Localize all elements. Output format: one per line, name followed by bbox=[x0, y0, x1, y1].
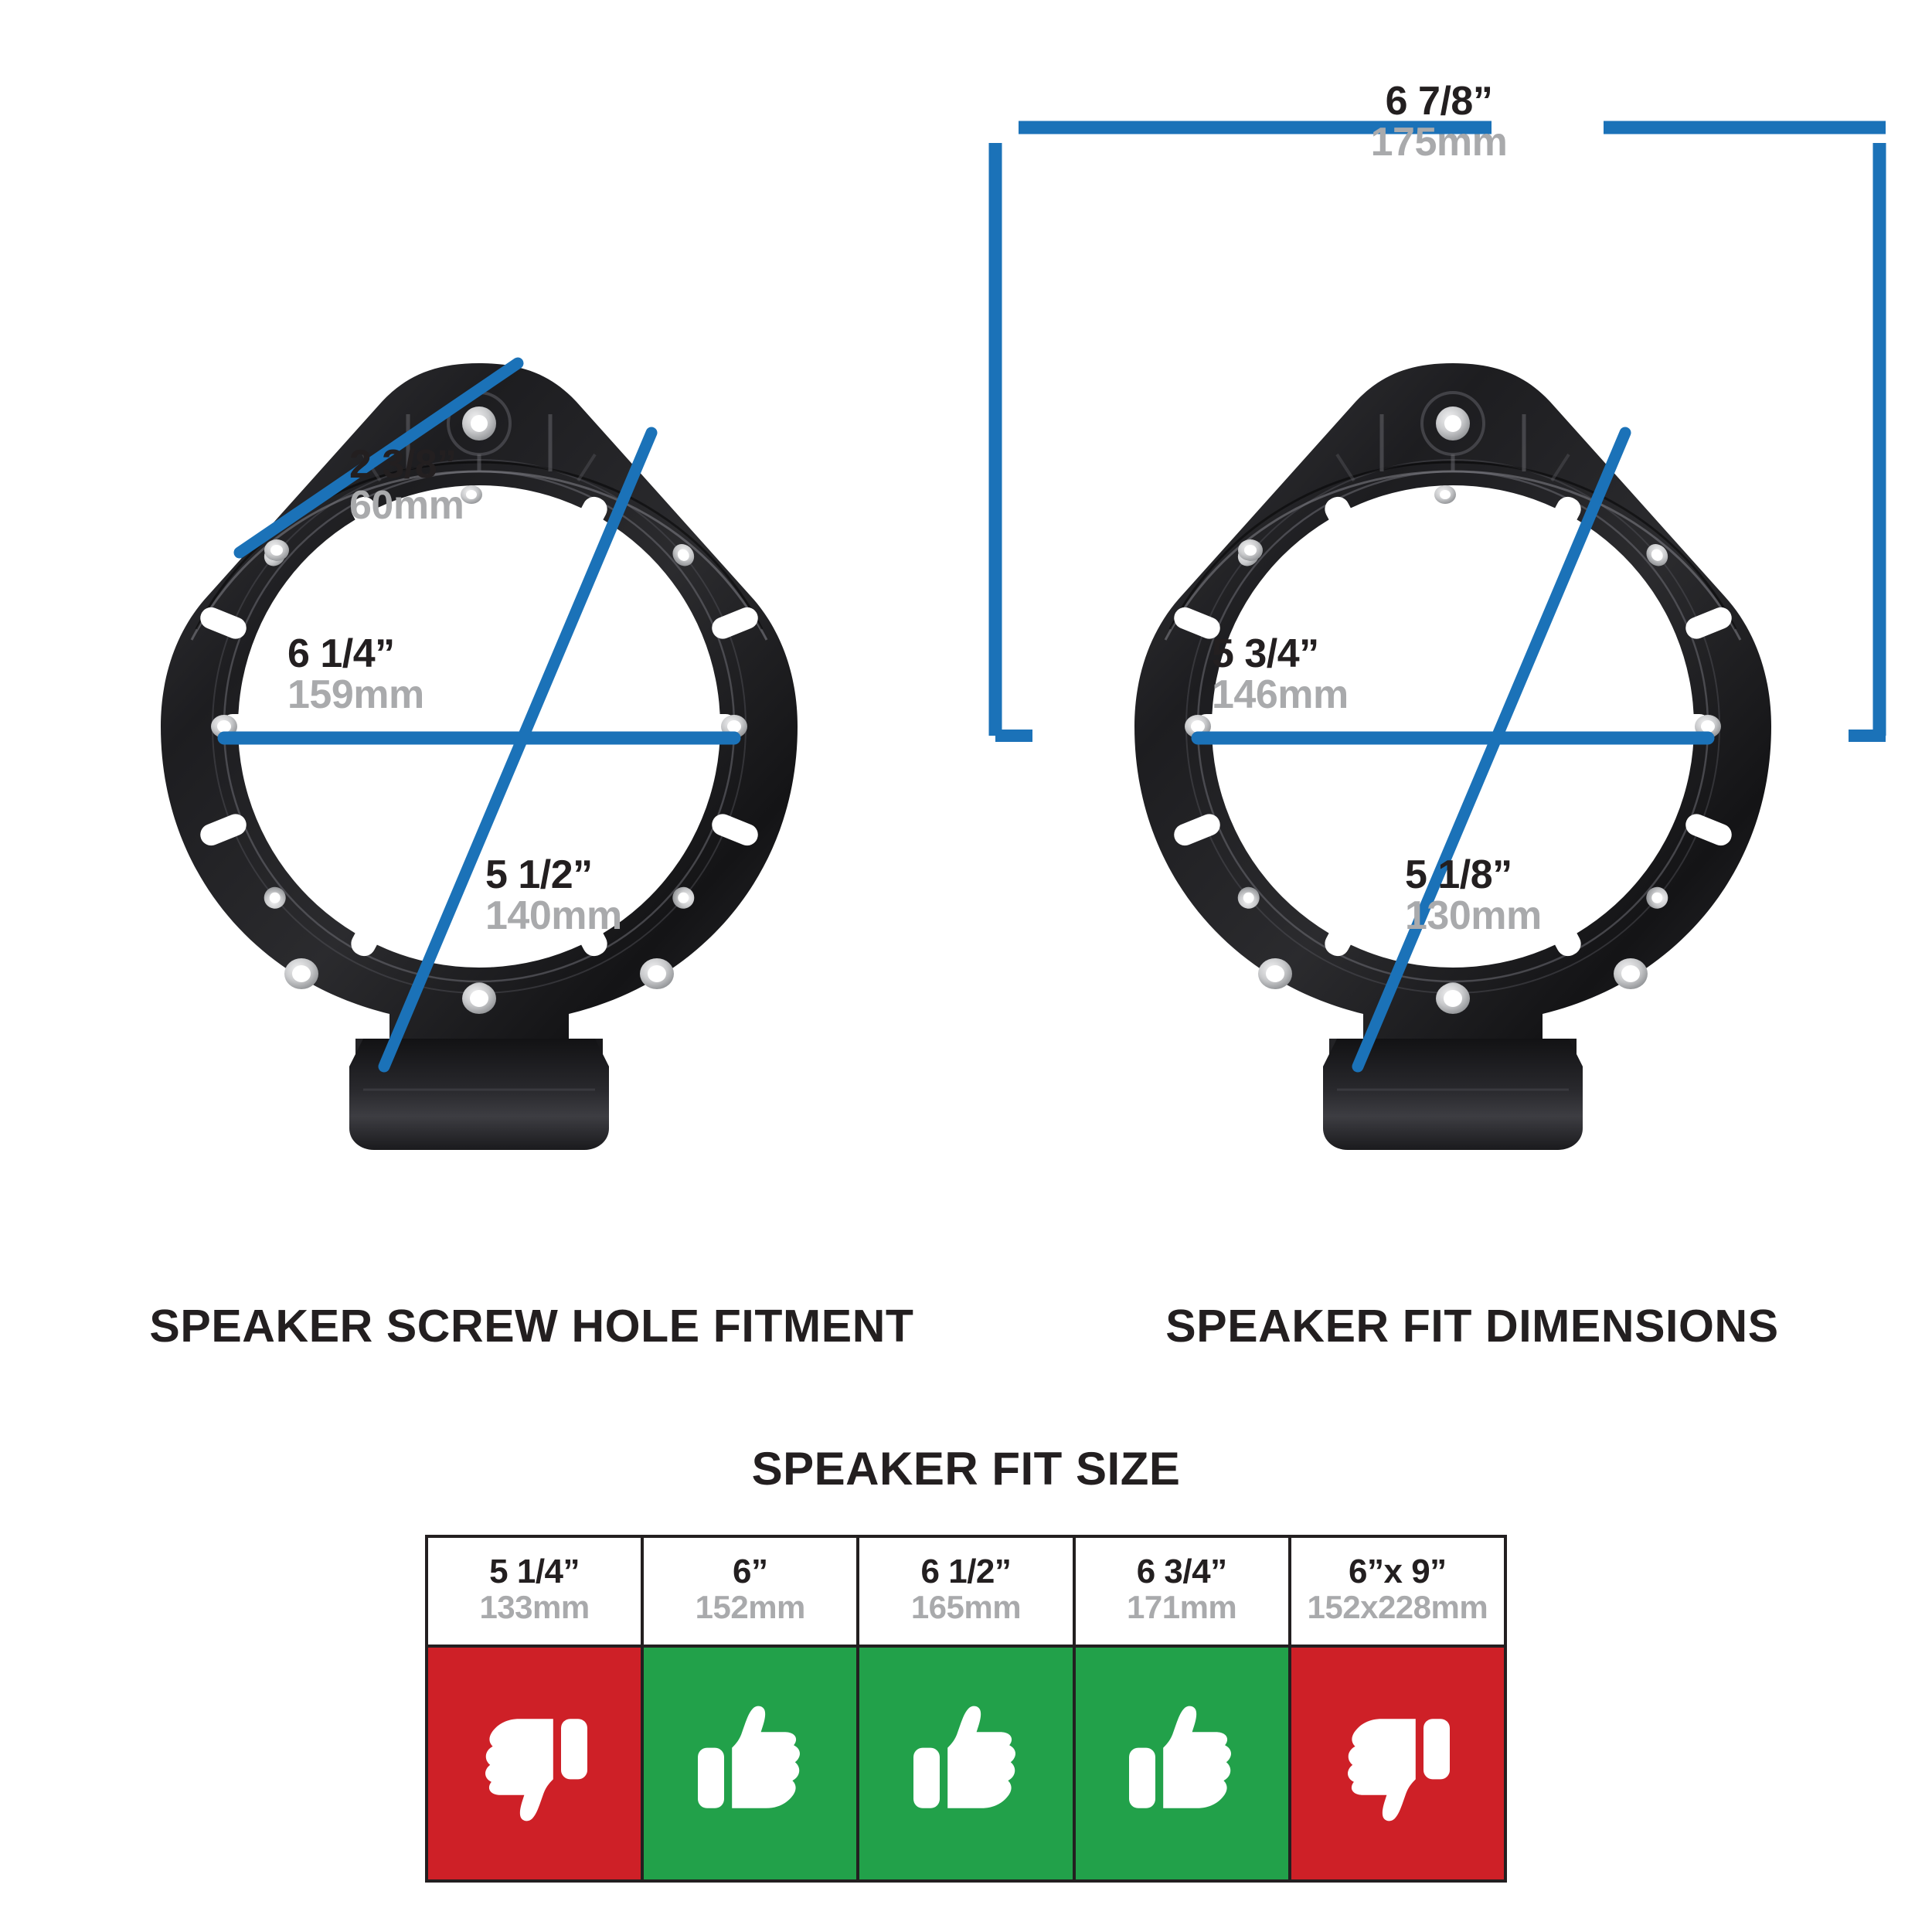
fit-size-header-cell: 6 3/4” 171mm bbox=[1072, 1535, 1291, 1648]
thumbs-down-icon bbox=[1291, 1648, 1504, 1879]
fit-size-verdict-cell bbox=[1072, 1645, 1291, 1883]
thumbs-up-icon bbox=[644, 1648, 856, 1879]
thumbs-down-icon bbox=[428, 1648, 641, 1879]
fit-size-mm: 152mm bbox=[695, 1589, 806, 1626]
thumbs-up-icon bbox=[1076, 1648, 1288, 1879]
dimension-label-screw-hole-spacing: 2 3/8” 60mm bbox=[349, 444, 464, 526]
thumbs-up-icon bbox=[859, 1648, 1072, 1879]
fit-size-inches: 6”x 9” bbox=[1349, 1553, 1447, 1591]
fit-size-verdict-cell bbox=[424, 1645, 645, 1883]
fit-size-mm: 133mm bbox=[479, 1589, 590, 1626]
fit-size-inches: 6 1/2” bbox=[920, 1553, 1012, 1591]
dimension-inches: 6 1/4” bbox=[287, 631, 395, 676]
fit-size-mm: 152x228mm bbox=[1307, 1589, 1488, 1626]
fit-size-verdict-cell bbox=[641, 1645, 860, 1883]
table-row-verdicts bbox=[424, 1645, 1508, 1883]
table-row-headers: 5 1/4” 133mm 6” 152mm 6 1/2” 165mm 6 3/4… bbox=[424, 1535, 1508, 1648]
fit-size-header-cell: 6” 152mm bbox=[641, 1535, 860, 1648]
dimension-inches: 5 1/8” bbox=[1405, 852, 1512, 897]
dimline-diagonal-span bbox=[378, 427, 658, 1073]
left-dimension-lines bbox=[217, 357, 741, 1073]
caption-fit-dimensions: SPEAKER FIT DIMENSIONS bbox=[1165, 1301, 1779, 1352]
dimension-label-inner-diameter: 5 3/4” 146mm bbox=[1212, 631, 1349, 718]
fit-size-title: SPEAKER FIT SIZE bbox=[751, 1443, 1181, 1495]
bracket-right-illustration bbox=[1134, 363, 1771, 1150]
fit-size-verdict-cell bbox=[856, 1645, 1076, 1883]
dimension-mm: 60mm bbox=[349, 483, 464, 529]
dimension-mm: 130mm bbox=[1405, 893, 1542, 939]
dimline-screw-hole-spacing bbox=[233, 357, 524, 559]
bracket-left-illustration bbox=[161, 363, 798, 1150]
fit-size-mm: 171mm bbox=[1127, 1589, 1237, 1626]
fit-size-inches: 6” bbox=[733, 1553, 768, 1591]
fit-size-verdict-cell bbox=[1287, 1645, 1508, 1883]
dimension-mm: 146mm bbox=[1212, 672, 1349, 718]
bracket-illustrations bbox=[0, 121, 1886, 1267]
dimension-label-overall-width: 6 7/8” 175mm bbox=[1370, 79, 1508, 165]
fit-size-inches: 5 1/4” bbox=[489, 1553, 580, 1591]
dimline-mounting-depth bbox=[1352, 427, 1631, 1073]
dimension-inches: 5 1/2” bbox=[485, 852, 593, 897]
fit-size-inches: 6 3/4” bbox=[1136, 1553, 1227, 1591]
dimension-inches: 2 3/8” bbox=[349, 442, 457, 487]
fit-size-header-cell: 5 1/4” 133mm bbox=[424, 1535, 645, 1648]
dimension-label-diagonal-span: 5 1/2” 140mm bbox=[485, 852, 622, 939]
fit-size-header-cell: 6”x 9” 152x228mm bbox=[1287, 1535, 1508, 1648]
dimension-inches: 6 7/8” bbox=[1385, 79, 1493, 124]
dimension-label-horizontal-span: 6 1/4” 159mm bbox=[287, 631, 424, 718]
right-dimension-lines bbox=[988, 121, 1886, 1073]
dimension-inches: 5 3/4” bbox=[1212, 631, 1319, 676]
fit-size-mm: 165mm bbox=[910, 1589, 1022, 1626]
fit-size-header-cell: 6 1/2” 165mm bbox=[856, 1535, 1076, 1648]
dimension-mm: 175mm bbox=[1370, 120, 1508, 165]
dimension-label-mounting-depth: 5 1/8” 130mm bbox=[1405, 852, 1542, 939]
dimension-mm: 140mm bbox=[485, 893, 622, 939]
dimension-mm: 159mm bbox=[287, 672, 424, 718]
speaker-fit-size-table: 5 1/4” 133mm 6” 152mm 6 1/2” 165mm 6 3/4… bbox=[424, 1535, 1508, 1883]
caption-screw-hole-fitment: SPEAKER SCREW HOLE FITMENT bbox=[149, 1301, 914, 1352]
